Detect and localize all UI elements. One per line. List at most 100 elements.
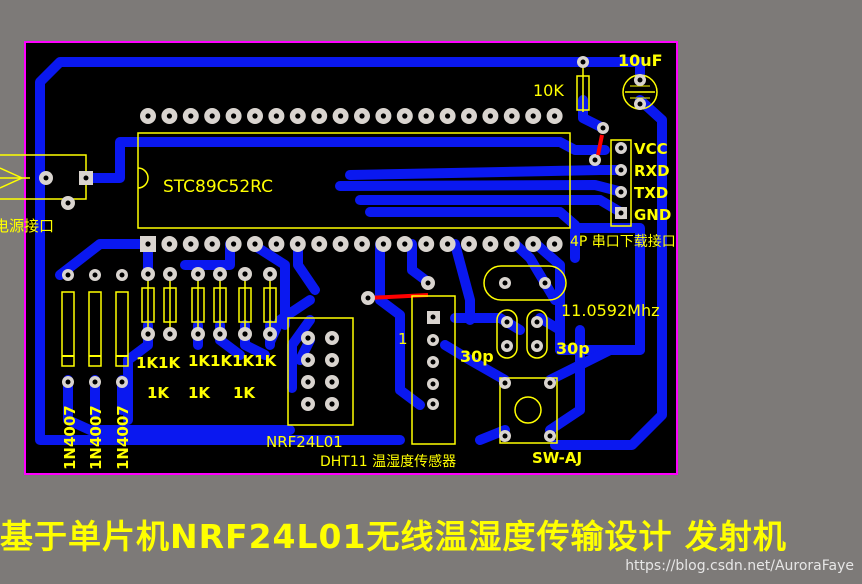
mcu-pin-bottom — [482, 236, 499, 252]
mcu-pin-top — [439, 108, 456, 124]
switch-label: SW-AJ — [532, 449, 582, 467]
mcu-pin-bottom — [161, 236, 178, 252]
mcu-pin-top — [311, 108, 328, 124]
mcu-pin-bottom — [461, 236, 477, 252]
tact-switch: SW-AJ — [499, 377, 582, 467]
r-row3b-label: 1K — [188, 384, 211, 402]
resistor-pad — [191, 327, 205, 341]
mcu-pin-top — [354, 108, 370, 124]
mcu-pin-top — [140, 108, 156, 124]
mcu-pin-top — [375, 108, 392, 124]
resistor-pad — [238, 267, 252, 281]
resistor-pad — [191, 267, 205, 281]
resistor-1k — [141, 280, 155, 330]
mcu-pin-top — [396, 108, 413, 124]
mcu-pin-bottom — [182, 236, 199, 252]
mcu-pin-bottom — [375, 236, 392, 252]
mcu-pin-bottom — [396, 236, 413, 252]
mcu-pin-bottom — [418, 236, 435, 252]
capacitor-10uf: 10uF — [618, 51, 663, 110]
cap-b-label: 30p — [556, 339, 590, 358]
mcu-pin-bottom — [225, 236, 242, 252]
nrf-pins — [301, 331, 339, 411]
crystal: 11.0592Mhz — [483, 265, 660, 320]
r-row3c-label: 1K — [233, 384, 256, 402]
dht-sensor-label: DHT11 温湿度传感器 — [320, 453, 456, 470]
nrf-module-label: NRF24L01 — [266, 433, 343, 451]
r-row1-label: 1K1K — [136, 354, 181, 372]
resistor-10k-label: 10K — [533, 81, 564, 100]
mcu-label: STC89C52RC — [163, 177, 273, 197]
page-caption: 基于单片机NRF24L01无线温湿度传输设计 发射机 — [0, 517, 787, 556]
nrf-pin — [325, 331, 339, 345]
power-port-label: 电源接口 — [0, 217, 54, 235]
nrf-pin — [301, 375, 315, 389]
mcu-pin-bottom — [439, 236, 456, 252]
resistor-pad — [238, 327, 252, 341]
resistor-pad — [263, 267, 277, 281]
mcu-pin-bottom — [546, 236, 563, 252]
capacitor-10uf-label: 10uF — [618, 51, 663, 70]
power-connector: 电源接口 — [0, 154, 93, 235]
mcu-pin-bottom — [289, 236, 306, 252]
dht11-sensor: 1 DHT11 温湿度传感器 — [320, 295, 456, 470]
mcu-pin-top — [225, 108, 242, 124]
resistor-pad — [163, 267, 177, 281]
pin-txd-label: TXD — [634, 184, 668, 202]
mcu-pins — [140, 108, 563, 252]
jumper-pads — [589, 122, 609, 166]
mcu-pin-bottom — [204, 236, 221, 252]
red-jumper — [596, 134, 604, 156]
resistors-1k — [141, 267, 277, 341]
dht-pin1-label: 1 — [398, 330, 408, 348]
resistor-pad — [163, 327, 177, 341]
mcu-pin-top — [461, 108, 477, 124]
mcu-pin-bottom — [247, 236, 263, 252]
resistor-pad — [263, 327, 277, 341]
mcu-pin-bottom — [354, 236, 370, 252]
r-row2-label: 1K1K1K1K — [188, 352, 278, 370]
mcu-pin-top — [418, 108, 435, 124]
diode-2-label: 1N4007 — [87, 405, 105, 470]
diode-1-label: 1N4007 — [61, 405, 79, 470]
nrf-pin — [301, 353, 315, 367]
crystal-label: 11.0592Mhz — [561, 301, 660, 320]
mcu-ic: STC89C52RC — [137, 132, 571, 229]
resistor-1k — [191, 280, 205, 330]
resistor-pad — [213, 327, 227, 341]
pcb-board — [24, 41, 678, 475]
mcu-pin-top — [525, 108, 542, 124]
mcu-pin-top — [204, 108, 221, 124]
resistor-pad — [213, 267, 227, 281]
mcu-pin-top — [268, 108, 285, 124]
watermark: https://blog.csdn.net/AuroraFaye — [625, 558, 854, 574]
nrf-pin — [325, 353, 339, 367]
pin-rxd-label: RXD — [634, 162, 670, 180]
resistor-10k: 10K — [533, 56, 590, 112]
serial-header: VCC RXD TXD GND 4P 串口下载接口 — [570, 139, 676, 250]
mcu-pin-top — [247, 108, 263, 124]
diode-1: 1N4007 — [61, 269, 79, 470]
mcu-pin-bottom — [311, 236, 328, 252]
r-row3a-label: 1K — [147, 384, 170, 402]
mcu-pin-bottom — [332, 236, 349, 252]
mcu-pin-top — [161, 108, 178, 124]
mcu-pin-top — [332, 108, 349, 124]
mcu-pin-bottom — [503, 236, 520, 252]
mcu-pin-top — [546, 108, 563, 124]
resistor-pad — [141, 327, 155, 341]
nrf-pin — [325, 397, 339, 411]
pin-gnd-label: GND — [634, 206, 671, 224]
mcu-pin-bottom — [525, 236, 542, 252]
diode-2: 1N4007 — [87, 269, 105, 470]
copper-traces — [35, 57, 667, 450]
resistor-1k — [213, 280, 227, 330]
diodes: 1N4007 1N4007 1N4007 — [61, 269, 132, 470]
nrf-pin — [301, 331, 315, 345]
diode-3: 1N4007 — [114, 269, 132, 470]
resistor-pad — [141, 267, 155, 281]
serial-port-label: 4P 串口下载接口 — [570, 233, 676, 250]
mcu-pin-bottom — [268, 236, 285, 252]
mcu-pin-top — [482, 108, 499, 124]
